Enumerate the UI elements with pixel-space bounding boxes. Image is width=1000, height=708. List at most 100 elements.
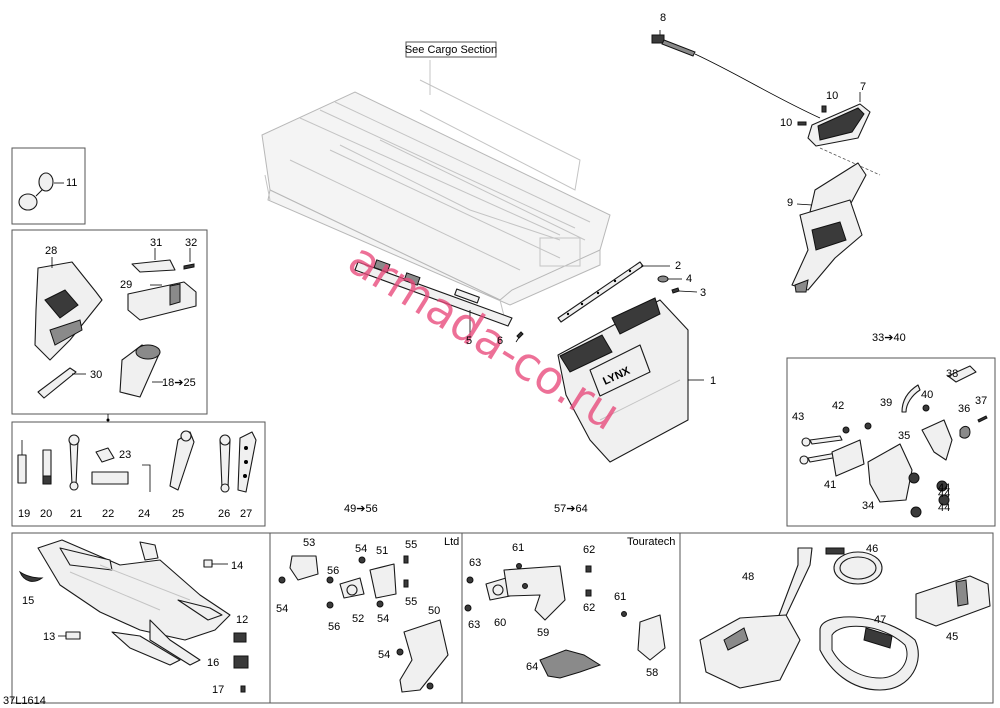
callout-63: 63 (469, 557, 481, 569)
callout-28: 28 (45, 245, 57, 257)
screw-32 (183, 263, 195, 270)
callout-55: 55 (405, 596, 417, 608)
callout-61: 61 (512, 542, 524, 554)
callout-48: 48 (742, 571, 754, 583)
panel-tool-kit (11, 229, 208, 415)
tail-light (807, 103, 871, 147)
callout-12: 12 (236, 614, 248, 626)
callout-62: 62 (583, 602, 595, 614)
tool-tube (119, 344, 161, 398)
screw (671, 287, 680, 294)
callout-45: 45 (946, 631, 958, 643)
first-aid-pouch (127, 281, 197, 321)
variant-label-touratech: Touratech (627, 536, 675, 548)
callout-50: 50 (428, 605, 440, 617)
callout-44: 44 (938, 488, 950, 500)
emergency-bag (915, 575, 991, 627)
callout-54: 54 (276, 603, 288, 615)
callout-31: 31 (150, 237, 162, 249)
callout-14: 14 (231, 560, 243, 572)
callout-54: 54 (377, 613, 389, 625)
callout-61: 61 (614, 591, 626, 603)
callout-62: 62 (583, 544, 595, 556)
snow-flap: LYNX (557, 297, 689, 463)
callout-57-64: 57➔64 (554, 503, 588, 515)
registration-holder (233, 632, 247, 643)
probe (825, 547, 883, 585)
callout-4: 4 (686, 273, 692, 285)
mirror (18, 172, 54, 211)
saw-loop (819, 616, 919, 691)
callout-54: 54 (355, 543, 367, 555)
decal-15 (18, 570, 44, 582)
decal-14 (203, 559, 213, 568)
panel-part-11 (11, 147, 86, 225)
callout-23: 23 (119, 449, 131, 461)
callout-25: 25 (172, 508, 184, 520)
callout-13: 13 (43, 631, 55, 643)
callout-60: 60 (494, 617, 506, 629)
callout-26: 26 (218, 508, 230, 520)
callout-15: 15 (22, 595, 34, 607)
callout-47: 47 (874, 614, 886, 626)
touratech-parts (464, 563, 666, 679)
callout-7: 7 (860, 81, 866, 93)
screw-side (797, 121, 807, 126)
callout-8: 8 (660, 12, 666, 24)
callout-27: 27 (240, 508, 252, 520)
ltd-parts (278, 555, 449, 693)
wiring-harness (651, 30, 821, 119)
callout-21: 21 (70, 508, 82, 520)
callout-52: 52 (352, 613, 364, 625)
hitch-parts (799, 365, 988, 518)
callout-34: 34 (862, 500, 874, 512)
callout-41: 41 (824, 479, 836, 491)
callout-5: 5 (466, 335, 472, 347)
callout-46: 46 (866, 543, 878, 555)
callout-32: 32 (185, 237, 197, 249)
tail-light-housing (791, 162, 867, 293)
callout-58: 58 (646, 667, 658, 679)
callout-64: 64 (526, 661, 538, 673)
callout-20: 20 (40, 508, 52, 520)
callout-59: 59 (537, 627, 549, 639)
callout-44: 44 (938, 502, 950, 514)
tool-bag (34, 261, 103, 361)
callout-38: 38 (946, 368, 958, 380)
panel-hand-tools (11, 421, 266, 527)
reference-tag-label: See Cargo Section (405, 44, 497, 56)
panel-hitch-kit (786, 357, 996, 527)
panel-survival-kit (679, 532, 994, 704)
callout-56: 56 (327, 565, 339, 577)
variant-label-ltd: Ltd (444, 536, 459, 548)
callout-10: 10 (826, 90, 838, 102)
plate-16 (233, 655, 249, 669)
decal-13 (65, 631, 81, 640)
callout-19: 19 (18, 508, 30, 520)
callout-2: 2 (675, 260, 681, 272)
callout-30: 30 (90, 369, 102, 381)
callout-10: 10 (780, 117, 792, 129)
reference-tag-box (405, 41, 497, 58)
callout-51: 51 (376, 545, 388, 557)
callout-17: 17 (212, 684, 224, 696)
snowmobile (37, 539, 231, 666)
callout-40: 40 (921, 389, 933, 401)
callout-11: 11 (66, 177, 77, 189)
callout-9: 9 (787, 197, 793, 209)
washer (657, 275, 669, 283)
cargo-rack-ghost (261, 60, 611, 321)
callout-29: 29 (120, 279, 132, 291)
callout-43: 43 (792, 411, 804, 423)
callout-53: 53 (303, 537, 315, 549)
callout-39: 39 (880, 397, 892, 409)
callout-37: 37 (975, 395, 987, 407)
callout-54: 54 (378, 649, 390, 661)
callout-49-56: 49➔56 (344, 503, 378, 515)
callout-55: 55 (405, 539, 417, 551)
callout-33-40: 33➔40 (872, 332, 906, 344)
strap (37, 367, 77, 399)
callout-16: 16 (207, 657, 219, 669)
callout-44: 44 (938, 482, 950, 494)
